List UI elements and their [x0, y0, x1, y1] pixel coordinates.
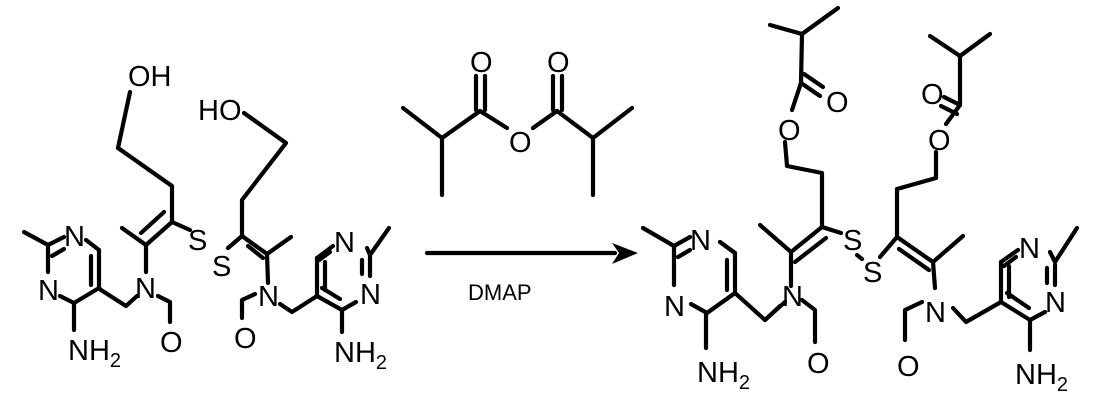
reactant-n-amide-left-label: N: [135, 273, 156, 305]
product-s-right-label: S: [863, 257, 882, 289]
reactant-pyrimidine-right: [314, 225, 392, 335]
reactant-pyrimidine-left: [21, 229, 104, 333]
product-pyrimidine-left: [640, 225, 783, 351]
product-nh2-left-label: NH2: [697, 357, 750, 394]
reagent-o-carbonyl-left-label: O: [470, 47, 493, 79]
product-n-amide-left-label: N: [782, 281, 803, 313]
product-molecule: N N NH2: [640, 5, 1080, 396]
product-o-carbonyl-right-label: O: [921, 79, 944, 111]
reactant-nh2-left-label: NH2: [68, 335, 121, 372]
product-n-amide-right-label: N: [925, 297, 946, 329]
reagent-o-carbonyl-right-label: O: [547, 47, 570, 79]
product-s-left-label: S: [843, 225, 862, 257]
product-pyrimidine-right: [998, 225, 1080, 353]
product-o-ester-left-label: O: [778, 115, 801, 147]
reactant-n-ring2-bottom-label: N: [360, 279, 381, 311]
product-n-ring2-bottom-label: N: [1045, 287, 1066, 319]
reactant-oh-right-label: HO: [198, 95, 242, 127]
product-o-formyl-left-label: O: [807, 348, 830, 380]
product-o-carbonyl-left-label: O: [826, 87, 849, 119]
reactant-n-amide-right-label: N: [258, 281, 279, 313]
reaction-condition-label: DMAP: [468, 280, 532, 305]
product-n-ring2-top-label: N: [1019, 233, 1040, 265]
reactant-oh-left-label: OH: [128, 61, 172, 93]
reaction-arrow: [424, 243, 638, 264]
reactant-o-formyl-right-label: O: [234, 323, 257, 355]
reactant-left-chain: [98, 89, 193, 325]
reactant-s-right-label: S: [212, 251, 231, 283]
reagent-o-bridge-label: O: [509, 127, 532, 159]
product-o-formyl-right-label: O: [897, 351, 920, 383]
reactant-molecule: OH S N O N N NH2: [21, 61, 392, 374]
reactant-s-left-label: S: [188, 225, 207, 257]
reactant-n-ring1-top-label: N: [64, 221, 85, 253]
product-o-ester-right-label: O: [928, 125, 951, 157]
product-n-ring1-bottom-label: N: [664, 291, 685, 323]
reactant-right-chain: [225, 110, 320, 321]
reactant-o-formyl-left-label: O: [160, 327, 183, 359]
reactant-n-ring1-bottom-label: N: [38, 275, 59, 307]
product-nh2-right-label: NH2: [1015, 359, 1068, 396]
product-left-chain: [757, 5, 865, 345]
product-n-ring1-top-label: N: [690, 225, 711, 257]
reactant-nh2-right-label: NH2: [334, 337, 387, 374]
reagent-molecule: [400, 73, 635, 198]
product-right-chain: [877, 31, 1004, 343]
reactant-n-ring2-top-label: N: [334, 227, 355, 259]
